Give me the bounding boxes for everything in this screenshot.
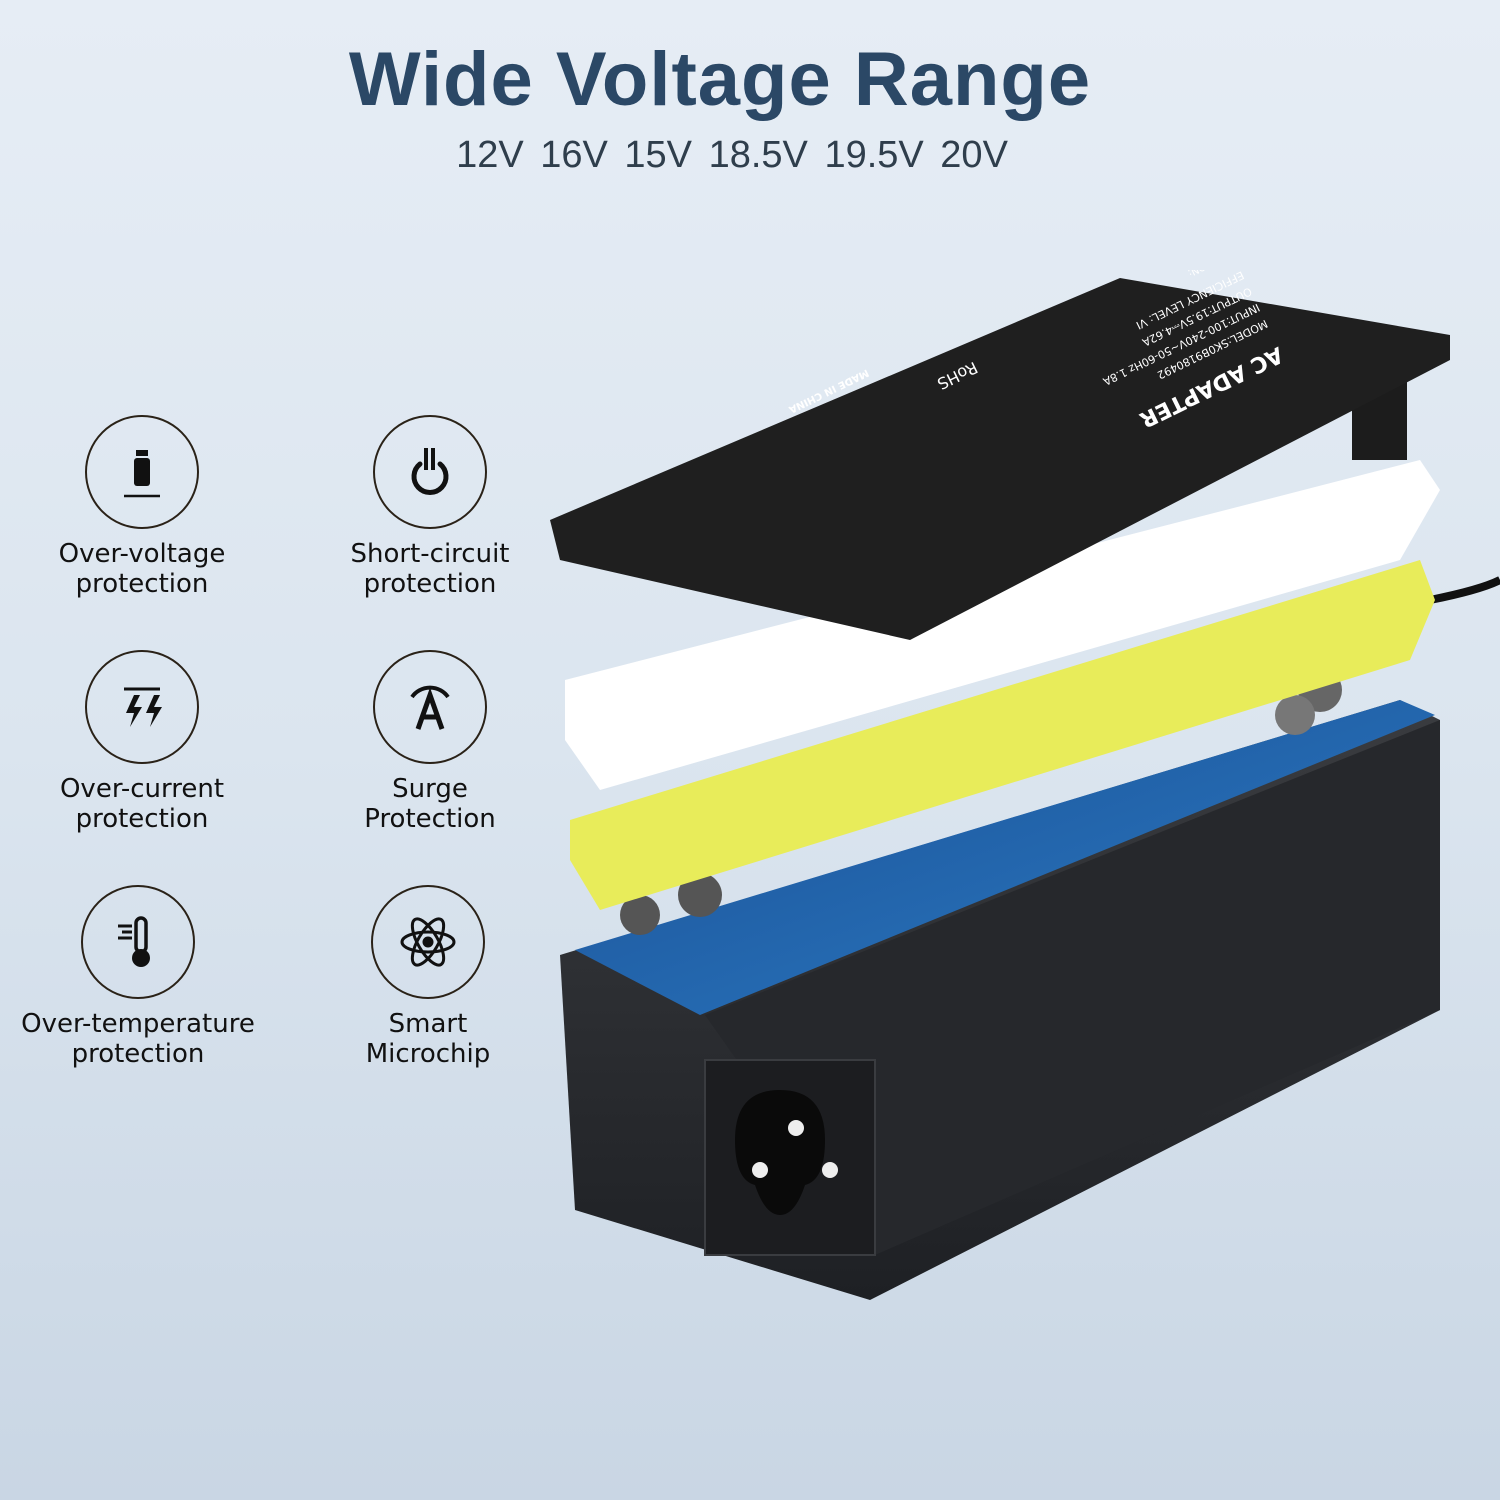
feature-over-temperature: Over-temperature protection	[8, 885, 268, 1069]
feature-label: protection	[75, 804, 209, 834]
ac-adapter-exploded-view: AC ADAPTER MODEL:SK0B9180492 INPUT:100-2…	[550, 270, 1500, 1300]
power-icon	[373, 415, 487, 529]
feature-label: protection	[363, 569, 497, 599]
atom-icon	[371, 885, 485, 999]
rating-label: AC ADAPTER MODEL:SK0B9180492 INPUT:100-2…	[550, 270, 1450, 640]
feature-label: Microchip	[365, 1039, 491, 1069]
feature-over-current: Over-current protection	[12, 650, 272, 834]
feature-short-circuit: Short-circuit protection	[300, 415, 560, 599]
feature-surge: Surge Protection	[300, 650, 560, 834]
white-insulation-sheet	[565, 460, 1440, 790]
adapter-case	[560, 668, 1440, 1300]
feature-label: Short-circuit	[350, 539, 510, 569]
feature-label: Over-voltage	[58, 539, 226, 569]
weight-icon	[85, 415, 199, 529]
feature-over-voltage: Over-voltage protection	[12, 415, 272, 599]
feature-label: Surge	[392, 774, 468, 804]
feature-smart-microchip: Smart Microchip	[298, 885, 558, 1069]
thermometer-icon	[81, 885, 195, 999]
feature-label: Smart	[388, 1009, 468, 1039]
cable	[1429, 576, 1500, 604]
feature-label: protection	[71, 1039, 205, 1069]
feature-label: Over-current	[59, 774, 225, 804]
feature-label: protection	[75, 569, 209, 599]
page-title: Wide Voltage Range	[348, 37, 1092, 122]
feature-label: Protection	[364, 804, 496, 834]
feature-label: Over-temperature	[21, 1009, 255, 1039]
lightning-icon	[85, 650, 199, 764]
surge-icon	[373, 650, 487, 764]
voltage-list: 12V 16V 15V 18.5V 19.5V 20V	[456, 134, 1008, 176]
yellow-insulation-sheet	[570, 560, 1435, 910]
